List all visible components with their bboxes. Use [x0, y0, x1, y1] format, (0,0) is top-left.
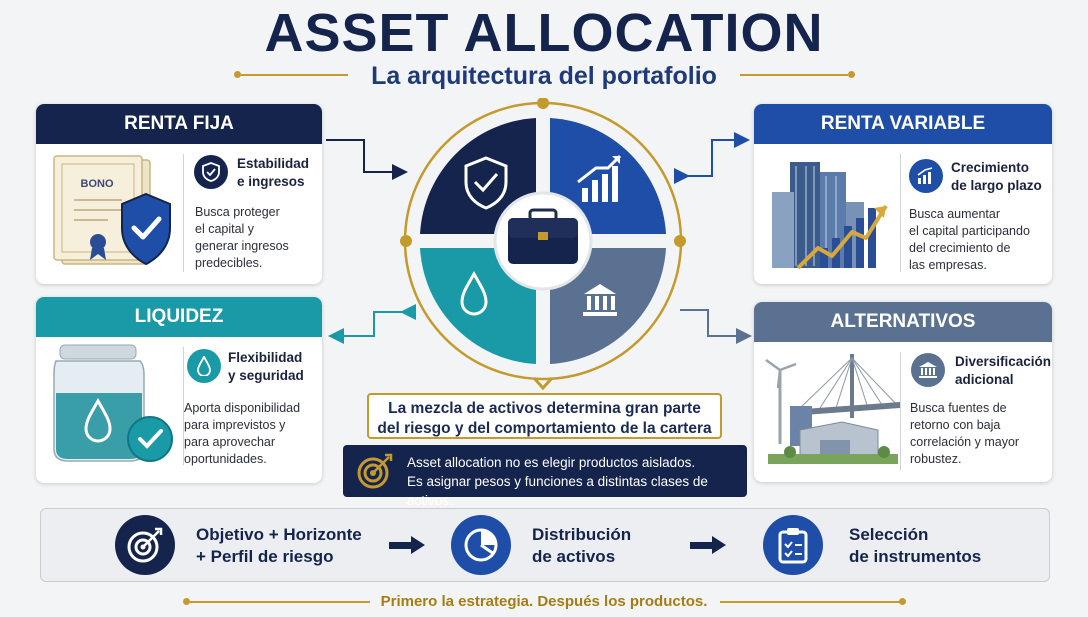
note-text: Asset allocation no es elegir productos … [407, 453, 747, 510]
page-title: ASSET ALLOCATION [264, 3, 824, 63]
footer-tagline: Primero la estrategia. Después los produ… [380, 593, 708, 610]
gold-divider-left [241, 74, 348, 76]
description-line: Busca proteger [195, 205, 280, 219]
description-line: para aprovechar [184, 435, 276, 449]
description-line: del crecimiento de [909, 241, 1011, 255]
note-line: Es asignar pesos y funciones a distintas… [407, 474, 708, 508]
step-line: de activos [532, 547, 616, 566]
description-line: el capital participando [909, 224, 1030, 238]
page-subtitle: La arquitectura del portafolio [371, 62, 717, 90]
divider [900, 154, 901, 272]
arrow-right-icon [690, 536, 726, 554]
card-alternativos: ALTERNATIVOS Diversificación adicional B… [754, 302, 1052, 482]
gold-divider-right [720, 601, 900, 603]
feature-line: Estabilidad [237, 156, 310, 171]
feature-text: Estabilidad e ingresos [237, 155, 309, 191]
droplet-icon [460, 270, 488, 316]
description-line: para imprevistos y [184, 418, 286, 432]
gold-divider-left [190, 601, 370, 603]
step-label: Selección de instrumentos [849, 524, 981, 568]
description: Busca aumentar el capital participando d… [909, 206, 1030, 274]
bank-icon [583, 284, 617, 316]
feature-line: de largo plazo [951, 178, 1042, 193]
gold-dot [234, 71, 241, 78]
card-title: LIQUIDEZ [36, 297, 322, 337]
process-bar: Objetivo + Horizonte + Perfil de riesgo … [40, 508, 1050, 582]
clipboard-check-icon [763, 515, 823, 575]
card-renta-variable: RENTA VARIABLE Crecimiento de largo plaz… [754, 104, 1052, 284]
message-line: del riesgo y del comportamiento de la ca… [377, 420, 712, 437]
pie-chart-icon [451, 515, 511, 575]
step-line: Distribución [532, 525, 632, 544]
description-line: Aporta disponibilidad [184, 401, 301, 415]
quadrant-alternativos [550, 248, 666, 364]
divider [183, 347, 184, 465]
quadrant-liquidez [420, 248, 536, 364]
card-liquidez: LIQUIDEZ Flexibilidad y seguridad Aporta… [36, 297, 322, 483]
description-line: correlación y mayor [910, 435, 1020, 449]
step-label: Distribución de activos [532, 524, 631, 568]
gold-divider-right [740, 74, 848, 76]
feature-line: adicional [955, 372, 1014, 387]
step-line: de instrumentos [849, 547, 982, 566]
card-title: ALTERNATIVOS [754, 302, 1052, 342]
feature-text: Flexibilidad y seguridad [228, 349, 304, 385]
feature-line: y seguridad [228, 368, 304, 383]
description-line: generar ingresos [195, 239, 289, 253]
description-line: robustez. [910, 452, 962, 466]
growth-chart-icon [577, 154, 622, 202]
quadrant-renta-fija [420, 118, 536, 234]
chevron-down-icon [532, 376, 554, 391]
gold-dot [899, 598, 906, 605]
feature-line: e ingresos [237, 174, 305, 189]
arrow-right-icon [389, 536, 425, 554]
description-line: predecibles. [195, 256, 263, 270]
description-line: Busca fuentes de [910, 401, 1007, 415]
briefcase-icon [508, 208, 578, 264]
card-renta-fija: RENTA FIJA BONO Estabilidad e ingresos B… [36, 104, 322, 284]
card-title: RENTA FIJA [36, 104, 322, 144]
divider [900, 352, 901, 470]
target-icon [115, 515, 175, 575]
bank-icon [911, 353, 945, 387]
growth-chart-icon [909, 159, 943, 193]
divider [183, 154, 184, 272]
step-line: Selección [849, 525, 929, 544]
shield-icon [464, 156, 508, 210]
bond-label: BONO [80, 178, 114, 190]
description: Aporta disponibilidad para imprevistos y… [184, 400, 300, 468]
buildings-growth-illustration [772, 162, 888, 270]
bond-shield-illustration [53, 155, 171, 266]
description-line: el capital y [195, 222, 255, 236]
droplet-icon [187, 349, 221, 383]
card-title: RENTA VARIABLE [754, 104, 1052, 144]
feature-text: Diversificación adicional [955, 353, 1051, 389]
target-icon [357, 453, 393, 494]
step-label: Objetivo + Horizonte + Perfil de riesgo [196, 524, 362, 568]
feature-text: Crecimiento de largo plazo [951, 159, 1042, 195]
step-line: + Perfil de riesgo [196, 547, 334, 566]
key-message: La mezcla de activos determina gran part… [367, 393, 722, 439]
description-line: oportunidades. [184, 452, 267, 466]
message-line: La mezcla de activos determina gran part… [388, 400, 701, 417]
water-jar-illustration [53, 344, 173, 462]
shield-icon [194, 155, 228, 189]
gold-dot [848, 71, 855, 78]
description: Busca fuentes de retorno con baja correl… [910, 400, 1019, 468]
definition-note: Asset allocation no es elegir productos … [343, 445, 747, 508]
description-line: las empresas. [909, 258, 987, 272]
allocation-wheel [400, 98, 686, 391]
description-line: Busca aumentar [909, 207, 1001, 221]
step-line: Objetivo + Horizonte [196, 525, 362, 544]
feature-line: Flexibilidad [228, 350, 303, 365]
gold-dot [183, 598, 190, 605]
description-line: retorno con baja [910, 418, 1001, 432]
infrastructure-illustration [765, 354, 900, 464]
note-line: Asset allocation no es elegir productos … [407, 455, 696, 470]
description: Busca proteger el capital y generar ingr… [195, 204, 289, 272]
feature-line: Diversificación [955, 354, 1052, 369]
feature-line: Crecimiento [951, 160, 1030, 175]
